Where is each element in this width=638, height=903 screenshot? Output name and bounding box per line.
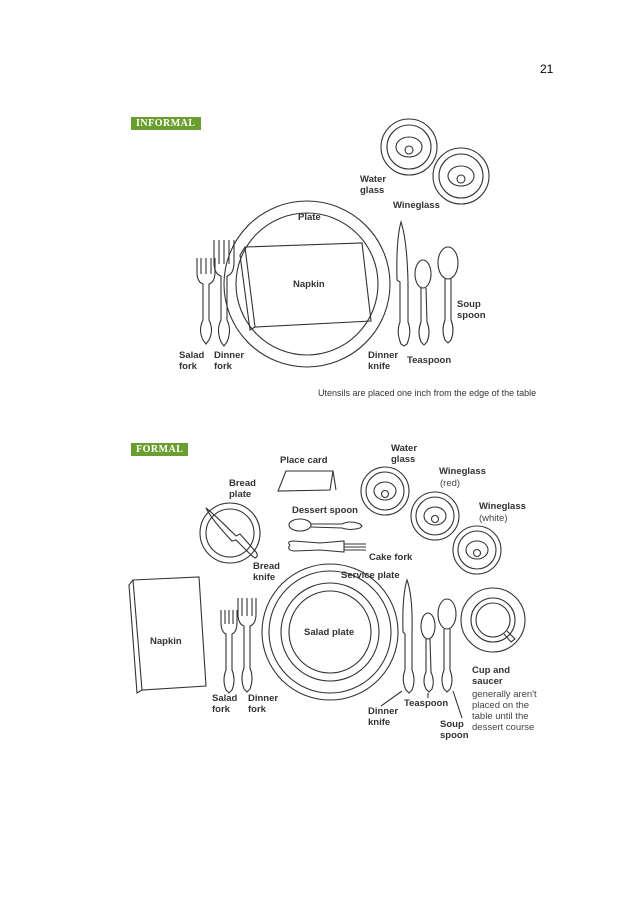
formal-teaspoon-icon [420, 612, 436, 693]
formal-dinner-knife-icon [402, 578, 415, 694]
formal-dinner-fork-icon [237, 598, 257, 693]
formal-dinner-knife-label: Dinner knife [368, 706, 399, 728]
informal-water-glass-label: Water glass [360, 174, 387, 196]
informal-dinner-fork-icon [213, 240, 235, 347]
informal-dinner-knife-label: Dinner knife [368, 350, 399, 372]
formal-salad-plate-icon [280, 582, 380, 682]
formal-service-plate-label: Service plate [341, 570, 400, 581]
formal-soup-spoon-icon [437, 598, 457, 693]
formal-wineglass-red-icon [410, 491, 460, 541]
formal-bread-knife-label: Bread knife [253, 561, 280, 583]
informal-dinner-knife-icon [396, 220, 411, 347]
formal-service-plate-icon [261, 563, 399, 701]
informal-napkin-label: Napkin [293, 279, 325, 290]
informal-wineglass-label: Wineglass [393, 200, 440, 211]
formal-place-card-icon [277, 470, 337, 492]
informal-teaspoon-label: Teaspoon [407, 355, 452, 366]
formal-cup-and-saucer-icon [460, 587, 526, 653]
formal-cup-note: generally aren't placed on the table unt… [472, 689, 537, 733]
page-number: 21 [540, 62, 554, 76]
formal-dessert-spoon-label: Dessert spoon [292, 505, 358, 516]
informal-salad-fork-label: Salad fork [179, 350, 205, 372]
informal-soup-spoon-label: Soup spoon [457, 299, 486, 321]
informal-dinner-fork-label: Dinner fork [214, 350, 245, 372]
formal-bread-knife-icon [205, 507, 258, 559]
formal-napkin-label: Napkin [150, 636, 182, 647]
formal-teaspoon-label: Teaspoon [404, 698, 449, 709]
informal-teaspoon-icon [414, 259, 432, 346]
formal-cake-fork-icon [288, 540, 366, 553]
formal-dinner-fork-label: Dinner fork [248, 693, 279, 715]
informal-soup-spoon-icon [437, 246, 459, 344]
formal-dessert-spoon-icon [288, 518, 363, 532]
informal-water-glass-icon [380, 118, 438, 176]
formal-napkin-icon [128, 576, 207, 694]
formal-salad-fork-label: Salad fork [212, 693, 238, 715]
formal-salad-plate-label: Salad plate [304, 627, 355, 638]
formal-wineglass-red-note: (red) [440, 478, 461, 489]
formal-place-card-label: Place card [280, 455, 328, 466]
informal-salad-fork-icon [196, 258, 216, 345]
informal-heading: INFORMAL [131, 117, 201, 130]
formal-cup-and-saucer-label: Cup and saucer [472, 665, 510, 687]
formal-water-glass-icon [360, 466, 410, 516]
formal-bread-plate-icon [199, 502, 261, 564]
informal-plate-icon [223, 200, 391, 368]
informal-plate-label: Plate [298, 212, 321, 223]
formal-heading: FORMAL [131, 443, 189, 456]
formal-wineglass-red-label: Wineglass [439, 466, 486, 477]
informal-caption: Utensils are placed one inch from the ed… [318, 388, 537, 398]
formal-wineglass-white-note: (white) [479, 513, 508, 524]
formal-cake-fork-label: Cake fork [369, 552, 413, 563]
formal-bread-plate-label: Bread plate [229, 478, 256, 500]
formal-wineglass-white-icon [452, 525, 502, 575]
formal-leader-lines [380, 690, 463, 719]
formal-wineglass-white-label: Wineglass [479, 501, 526, 512]
formal-salad-fork-icon [220, 610, 238, 694]
informal-wineglass-icon [432, 147, 490, 205]
formal-water-glass-label: Water glass [391, 443, 418, 465]
informal-napkin-icon [239, 242, 372, 331]
formal-soup-spoon-label: Soup spoon [440, 719, 469, 741]
